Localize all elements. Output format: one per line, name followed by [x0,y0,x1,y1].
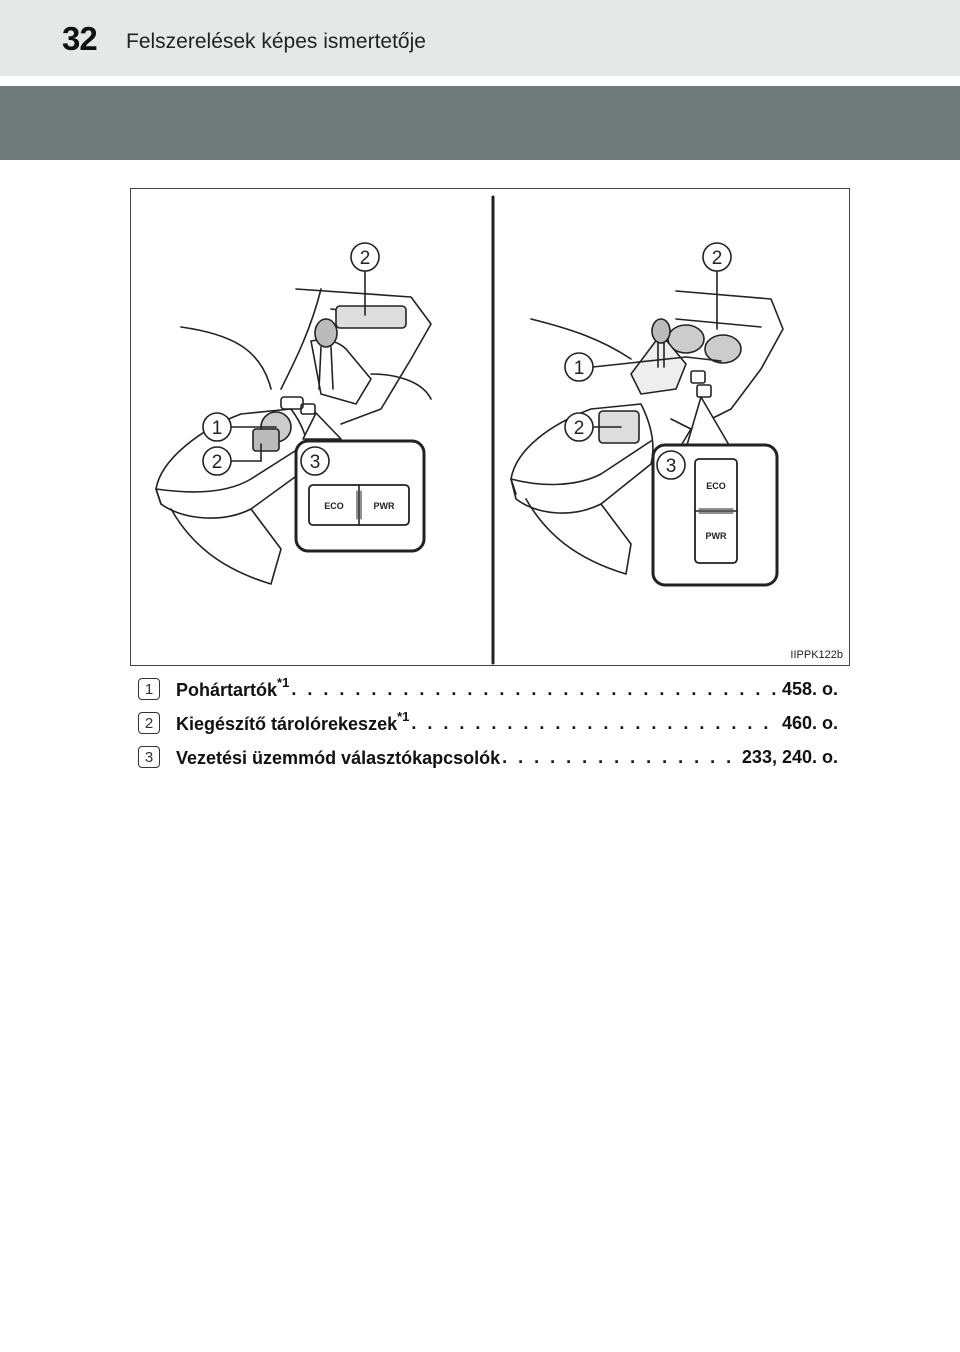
callout-label: 3 [310,452,321,473]
callout-label: 1 [574,358,585,379]
callout-label: 2 [212,452,223,473]
page-number: 32 [62,20,98,57]
figure-code: IIPPK122b [790,649,843,661]
item-number-badge: 3 [138,746,160,768]
callout-1-left [202,412,232,442]
dot-leader: . . . . . . . . . . . . . . . . . . . . … [291,678,780,699]
section-banner [0,86,960,160]
item-number-badge: 1 [138,678,160,700]
callout-2-left-bottom [202,446,232,476]
page-reference-link[interactable]: 460. o. [781,712,838,733]
item-label-text: Kiegészítő tárolórekeszek [176,714,398,734]
dot-leader: . . . . . . . . . . . . . . . . . . . . … [502,746,740,767]
pwr-switch-label-left: PWR [374,501,395,511]
item-label-text: Pohártartók [176,680,278,700]
header-separator [0,76,960,86]
page-title: Felszerelések képes ismertetője [126,30,426,53]
callout-2-right-bottom [564,412,594,442]
page-reference-link[interactable]: 458. o. [781,678,838,699]
callout-label: 3 [666,456,677,477]
pwr-switch-label-right: PWR [706,531,727,541]
item-label: Kiegészítő tárolórekeszek*1 [176,709,410,735]
list-item: 1 Pohártartók*1 . . . . . . . . . . . . … [138,672,838,706]
item-number-badge: 2 [138,712,160,734]
item-label: Pohártartók*1 [176,675,290,701]
left-console-drawing [155,268,432,585]
callout-label: 2 [712,248,723,269]
item-label: Vezetési üzemmód választókapcsolók [176,745,500,769]
page-reference-link[interactable]: 233, 240. o. [741,746,838,767]
illustration-drawing: 2 1 2 3 2 1 2 3 ECO PWR ECO PWR [155,195,784,665]
item-label-text: Vezetési üzemmód választókapcsolók [176,748,501,768]
callout-label: 1 [212,418,223,439]
footnote-mark: *1 [397,709,410,724]
callout-2-left-top [350,242,380,272]
footnote-mark: *1 [277,675,290,690]
callout-label: 2 [360,248,371,269]
right-console-drawing [510,268,784,587]
eco-switch-label-right: ECO [706,481,726,491]
dot-leader: . . . . . . . . . . . . . . . . . . . . … [411,712,780,733]
callout-2-right-top [702,242,732,272]
header-band [0,0,960,76]
callout-label: 2 [574,418,585,439]
list-item: 3 Vezetési üzemmód választókapcsolók . .… [138,740,838,774]
eco-switch-label-left: ECO [324,501,344,511]
callout-1-right [564,352,594,382]
list-item: 2 Kiegészítő tárolórekeszek*1 . . . . . … [138,706,838,740]
callout-3-left [300,446,330,476]
callout-3-right [656,450,686,480]
console-illustration: 2 1 2 3 2 1 2 3 ECO PWR ECO PWR IIPPK122… [130,188,850,666]
